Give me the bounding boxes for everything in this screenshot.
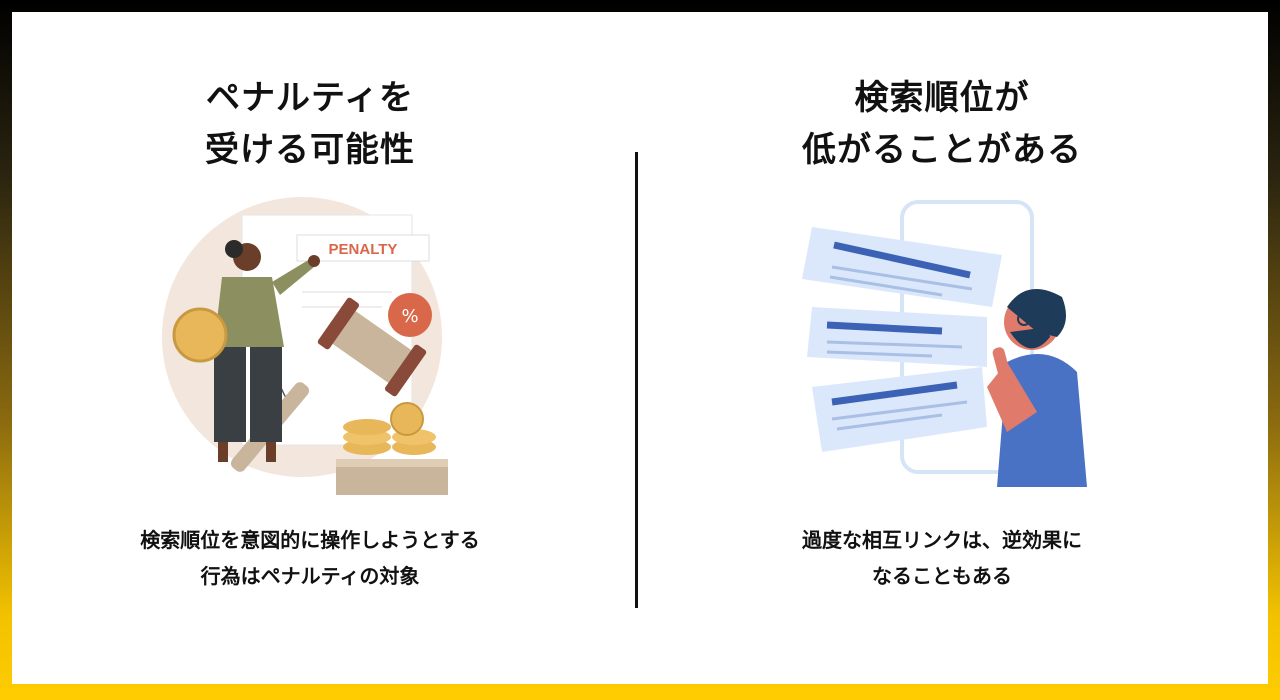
penalty-illustration: PENALTY %	[162, 197, 448, 495]
left-heading: ペナルティを 受ける可能性	[30, 72, 590, 176]
left-heading-line2: 受ける可能性	[205, 130, 415, 170]
column-divider	[635, 152, 638, 608]
search-result-card	[807, 307, 987, 367]
penalty-label-box	[296, 234, 430, 262]
coin-stack-icon	[336, 402, 448, 495]
right-caption-line2: なることもある	[872, 564, 1012, 588]
right-heading-line2: 低がることがある	[802, 130, 1082, 170]
left-caption-line1: 検索順位を意図的に操作しようとする	[140, 528, 480, 552]
right-heading-line1: 検索順位が	[854, 78, 1030, 118]
thinking-man-icon	[987, 289, 1087, 487]
right-caption: 過度な相互リンクは、逆効果に なることもある	[662, 522, 1222, 594]
left-column: ペナルティを 受ける可能性 検索順位を意図的に操作しようとする 行為はペナルティ…	[30, 12, 590, 684]
right-heading: 検索順位が 低がることがある	[662, 72, 1222, 176]
percent-badge-icon	[388, 293, 432, 337]
search-result-card	[802, 227, 1002, 307]
left-caption: 検索順位を意図的に操作しようとする 行為はペナルティの対象	[30, 522, 590, 594]
right-column: 検索順位が 低がることがある 過度な相互リンクは、逆効果に なることもある	[662, 12, 1222, 684]
right-caption-line1: 過度な相互リンクは、逆効果に	[802, 528, 1082, 552]
search-result-card	[812, 367, 987, 452]
ranking-illustration	[802, 200, 1087, 487]
penalty-label: PENALTY	[329, 241, 398, 258]
left-caption-line2: 行為はペナルティの対象	[200, 564, 420, 588]
svg-text:%: %	[401, 306, 418, 327]
left-heading-line1: ペナルティを	[206, 78, 414, 118]
content-panel: ペナルティを 受ける可能性 検索順位を意図的に操作しようとする 行為はペナルティ…	[12, 12, 1268, 684]
person-pointing-icon	[172, 240, 320, 462]
